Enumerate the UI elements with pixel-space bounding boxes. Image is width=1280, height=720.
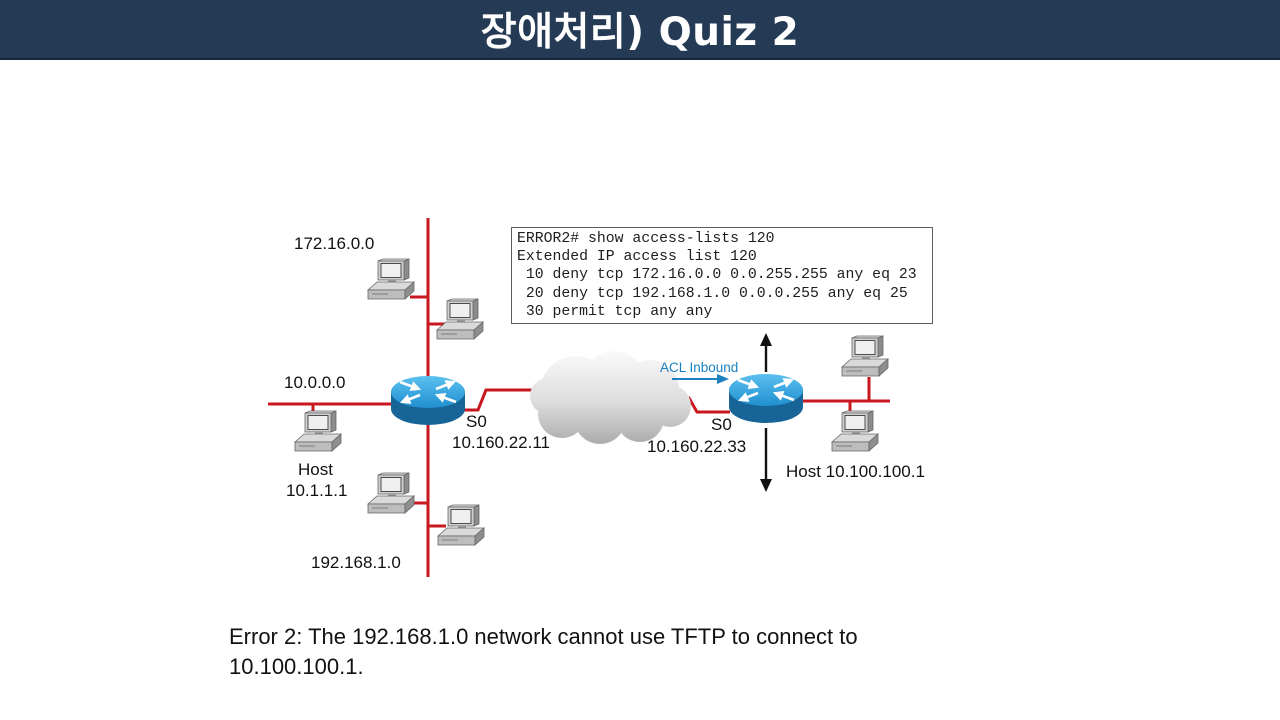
computer-icon	[841, 335, 889, 377]
error-description-line: Error 2: The 192.168.1.0 network cannot …	[229, 624, 858, 649]
acl-line: Extended IP access list 120	[517, 249, 757, 266]
acl-output-box: ERROR2# show access-lists 120 Extended I…	[511, 227, 933, 324]
router-icon	[391, 376, 465, 425]
acl-inbound-arrow-icon	[672, 374, 729, 384]
computer-icon	[367, 472, 415, 514]
error-description: Error 2: The 192.168.1.0 network cannot …	[229, 622, 1229, 682]
acl-inbound-label: ACL Inbound	[660, 360, 738, 375]
arrow-up-icon	[760, 333, 772, 372]
slide-title: 장애처리) Quiz 2	[480, 10, 800, 55]
router-icon	[729, 374, 803, 423]
network-label-10: 10.0.0.0	[284, 373, 345, 392]
computer-icon	[436, 298, 484, 340]
host-ip-left: 10.1.1.1	[286, 481, 347, 500]
acl-line: 10 deny tcp 172.16.0.0 0.0.255.255 any e…	[517, 267, 917, 284]
interface-ip-left: 10.160.22.11	[452, 433, 550, 452]
host-label-right: Host 10.100.100.1	[786, 462, 925, 481]
computer-icon	[367, 258, 415, 300]
wan-cloud-icon	[530, 351, 691, 444]
acl-line: 20 deny tcp 192.168.1.0 0.0.0.255 any eq…	[517, 285, 908, 302]
acl-line: ERROR2# show access-lists 120	[517, 231, 775, 247]
computer-icon	[831, 410, 879, 452]
serial-link-left	[462, 388, 534, 412]
arrow-down-icon	[760, 428, 772, 492]
slide-header: 장애처리) Quiz 2	[0, 0, 1280, 60]
interface-ip-right: 10.160.22.33	[647, 437, 746, 456]
interface-label-left: S0	[466, 412, 487, 431]
host-label-left: Host	[298, 460, 333, 479]
interface-label-right: S0	[711, 415, 732, 434]
acl-line: 30 permit tcp any any	[517, 303, 713, 320]
network-label-172: 172.16.0.0	[294, 234, 374, 253]
computer-icon	[294, 410, 342, 452]
network-label-192: 192.168.1.0	[311, 553, 401, 572]
error-description-line: 10.100.100.1.	[229, 654, 364, 679]
